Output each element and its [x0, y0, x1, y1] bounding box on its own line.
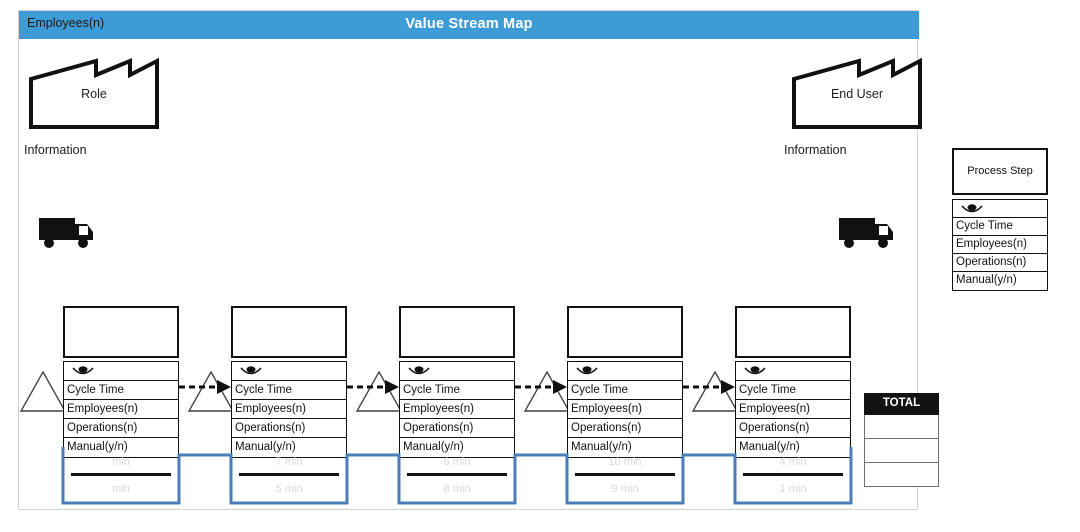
eye-icon-row [568, 362, 682, 381]
eye-icon-row [64, 362, 178, 381]
metric-cycle-time[interactable]: Cycle Time [232, 381, 346, 400]
push-arrow-icon [683, 379, 735, 395]
value-stream-map-canvas: Employees(n) Value Stream Map Role End U… [18, 10, 939, 510]
ladder-path [61, 447, 853, 505]
factory-icon [792, 57, 922, 129]
eye-icon [72, 366, 94, 375]
process-step-2[interactable]: Cycle Time Employees(n) Operations(n) Ma… [231, 306, 347, 458]
eye-icon-row [232, 362, 346, 381]
process-step-metrics: Cycle Time Employees(n) Operations(n) Ma… [567, 361, 683, 458]
page-title: Value Stream Map [405, 16, 533, 32]
legend-metric-operations: Operations(n) [953, 254, 1047, 272]
metric-manual[interactable]: Manual(y/n) [235, 441, 296, 453]
legend-process-step-label: Process Step [967, 165, 1033, 177]
value-added-bar [743, 473, 843, 476]
eye-icon [408, 366, 430, 375]
total-box: TOTAL [864, 393, 939, 487]
process-step-metrics: Cycle Time Employees(n) Operations(n) Ma… [63, 361, 179, 458]
eye-icon-row [400, 362, 514, 381]
eye-icon [576, 366, 598, 375]
inventory-triangle [19, 369, 67, 413]
process-step-metrics: Cycle Time Employees(n) Operations(n) Ma… [231, 361, 347, 458]
header-left-label: Employees(n) [27, 16, 105, 30]
metric-cycle-time[interactable]: Cycle Time [568, 381, 682, 400]
truck-icon-outbound [837, 211, 901, 253]
eye-icon [744, 366, 766, 375]
value-added-bar [407, 473, 507, 476]
metric-operations[interactable]: Operations(n) [736, 419, 850, 438]
information-label-left: Information [24, 143, 87, 157]
supplier-label: Role [81, 87, 107, 101]
process-step-3[interactable]: Cycle Time Employees(n) Operations(n) Ma… [399, 306, 515, 458]
lead-time[interactable]: 1 min [779, 483, 807, 495]
eye-icon-row [953, 200, 1047, 218]
value-added-time[interactable]: 7 min [275, 456, 303, 468]
process-step-1[interactable]: Cycle Time Employees(n) Operations(n) Ma… [63, 306, 179, 458]
metric-manual[interactable]: Manual(y/n) [739, 441, 800, 453]
legend-metric-employees: Employees(n) [953, 236, 1047, 254]
eye-icon [240, 366, 262, 375]
process-step-title-box[interactable] [735, 306, 851, 358]
legend-panel: Process Step Cycle Time Employees(n) Ope… [952, 148, 1048, 291]
metric-employees[interactable]: Employees(n) [400, 400, 514, 419]
total-row[interactable] [864, 439, 939, 463]
metric-manual[interactable]: Manual(y/n) [571, 441, 632, 453]
metric-operations[interactable]: Operations(n) [232, 419, 346, 438]
metric-cycle-time[interactable]: Cycle Time [736, 381, 850, 400]
process-step-5[interactable]: Cycle Time Employees(n) Operations(n) Ma… [735, 306, 851, 458]
timeline-ladder: min 7 min 6 min 10 min 4 min min 5 min 8… [19, 447, 919, 509]
value-added-time[interactable]: 6 min [443, 456, 471, 468]
metric-employees[interactable]: Employees(n) [736, 400, 850, 419]
push-arrow-icon [179, 379, 231, 395]
legend-metrics-table: Cycle Time Employees(n) Operations(n) Ma… [952, 199, 1048, 291]
total-row[interactable] [864, 463, 939, 487]
lead-time[interactable]: min [112, 483, 130, 495]
supplier-node[interactable]: Role [26, 53, 162, 131]
metric-employees[interactable]: Employees(n) [232, 400, 346, 419]
metric-employees[interactable]: Employees(n) [64, 400, 178, 419]
customer-label: End User [830, 87, 884, 101]
metric-operations[interactable]: Operations(n) [400, 419, 514, 438]
factory-icon [29, 57, 159, 129]
process-step-title-box[interactable] [231, 306, 347, 358]
customer-node[interactable]: End User [789, 53, 925, 131]
information-label-right: Information [784, 143, 847, 157]
metric-cycle-time[interactable]: Cycle Time [400, 381, 514, 400]
process-step-metrics: Cycle Time Employees(n) Operations(n) Ma… [399, 361, 515, 458]
process-step-title-box[interactable] [567, 306, 683, 358]
value-added-time[interactable]: min [112, 456, 130, 468]
eye-icon-row [736, 362, 850, 381]
value-added-bar [575, 473, 675, 476]
lead-time[interactable]: 9 min [611, 483, 639, 495]
metric-cycle-time[interactable]: Cycle Time [64, 381, 178, 400]
process-step-title-box[interactable] [63, 306, 179, 358]
legend-metric-cycle-time: Cycle Time [953, 218, 1047, 236]
metric-manual[interactable]: Manual(y/n) [67, 441, 128, 453]
metric-operations[interactable]: Operations(n) [568, 419, 682, 438]
metric-manual[interactable]: Manual(y/n) [403, 441, 464, 453]
process-step-4[interactable]: Cycle Time Employees(n) Operations(n) Ma… [567, 306, 683, 458]
legend-process-step-box: Process Step [952, 148, 1048, 195]
value-added-bar [239, 473, 339, 476]
process-step-title-box[interactable] [399, 306, 515, 358]
eye-icon [961, 204, 983, 213]
push-arrow-icon [347, 379, 399, 395]
total-header: TOTAL [864, 393, 939, 415]
total-row[interactable] [864, 415, 939, 439]
value-added-time[interactable]: 10 min [608, 456, 642, 468]
value-added-bar [71, 473, 171, 476]
value-added-time[interactable]: 4 min [779, 456, 807, 468]
lead-time[interactable]: 5 min [275, 483, 303, 495]
truck-icon-inbound [37, 211, 101, 253]
title-bar: Employees(n) Value Stream Map [19, 11, 919, 39]
metric-operations[interactable]: Operations(n) [64, 419, 178, 438]
legend-metric-manual: Manual(y/n) [956, 274, 1017, 286]
process-step-metrics: Cycle Time Employees(n) Operations(n) Ma… [735, 361, 851, 458]
push-arrow-icon [515, 379, 567, 395]
lead-time[interactable]: 8 min [443, 483, 471, 495]
metric-employees[interactable]: Employees(n) [568, 400, 682, 419]
